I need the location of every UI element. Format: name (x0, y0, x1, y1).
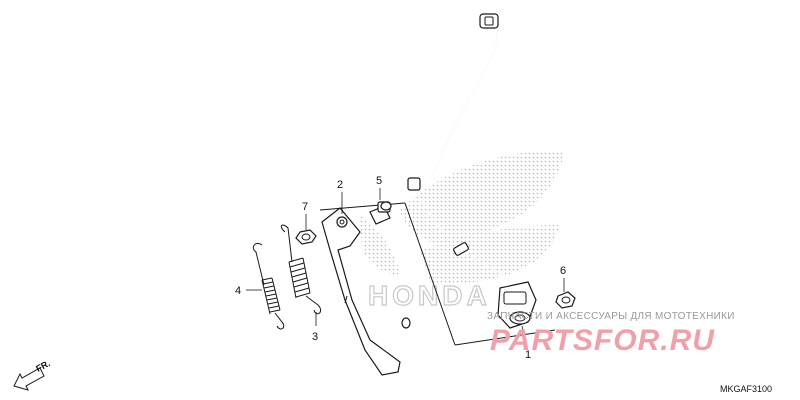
callout-5: 5 (376, 175, 382, 187)
nut (295, 229, 317, 245)
fr-label: FR. (34, 358, 51, 374)
callout-6: 6 (560, 265, 566, 277)
outer-spring (252, 242, 285, 330)
callout-2: 2 (337, 179, 343, 191)
pivot-bolt (369, 201, 392, 225)
callout-7: 7 (302, 201, 308, 213)
callout-1: 1 (525, 349, 531, 361)
honda-wing-watermark: HONDA (360, 150, 565, 312)
callout-4: 4 (235, 285, 241, 297)
diagram-code: MKGAF3100 (720, 384, 772, 394)
store-logo: PARTSFOR.RU (490, 324, 715, 357)
callouts: 2 5 7 4 3 6 1 (235, 175, 566, 361)
switch-bolt (555, 291, 576, 309)
inner-spring (280, 224, 322, 315)
store-watermark: ЗАПЧАСТИ И АКСЕССУАРЫ ДЛЯ МОТОТЕХНИКИ PA… (487, 311, 735, 357)
store-caption: ЗАПЧАСТИ И АКСЕССУАРЫ ДЛЯ МОТОТЕХНИКИ (487, 311, 735, 322)
honda-watermark-text: HONDA (368, 280, 491, 311)
front-direction-arrow: FR. (13, 358, 52, 391)
side-stand (321, 207, 411, 376)
leader-lines (246, 188, 565, 347)
callout-3: 3 (312, 331, 318, 343)
side-stand-switch (407, 13, 537, 329)
